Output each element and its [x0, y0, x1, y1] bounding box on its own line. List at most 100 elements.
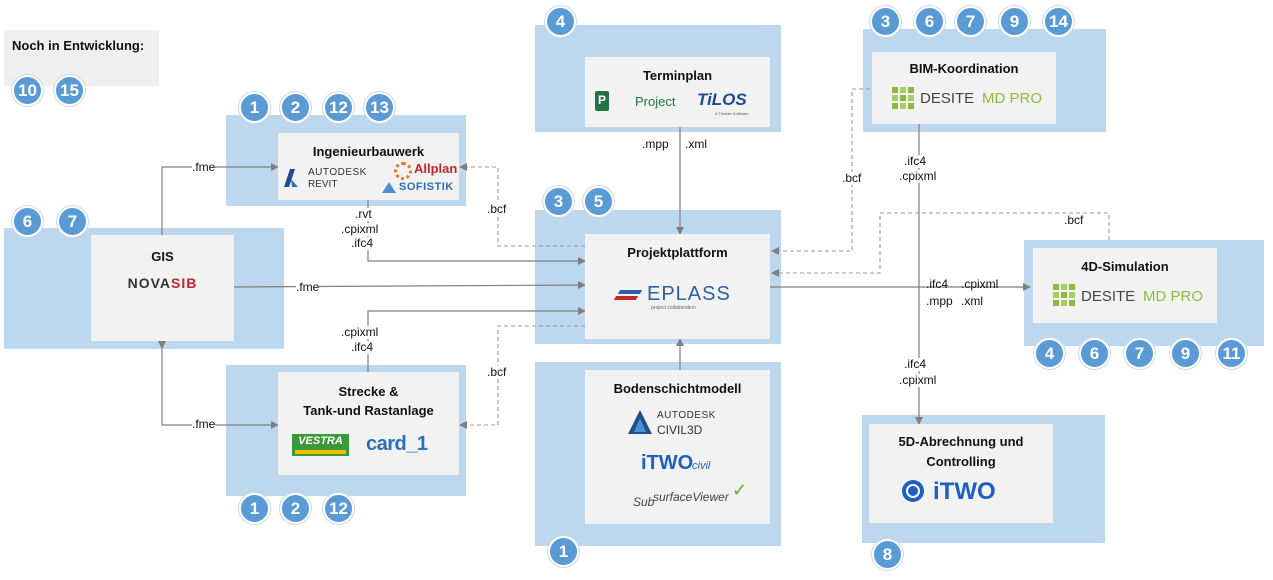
desite-mdpro-text: MD PRO	[1143, 288, 1203, 305]
bodenschicht-badge: 1	[548, 536, 579, 567]
edge-str-pp	[367, 307, 586, 372]
strecke-title-line2: Tank-und Rastanlage	[303, 403, 434, 418]
strecke-card[interactable]: Strecke & Tank-und Rastanlage VESTRA car…	[278, 372, 459, 475]
gis-badge: 6	[12, 206, 43, 237]
legend-badge: 10	[12, 75, 43, 106]
edge-bcf-bim	[771, 88, 870, 255]
novasib-part-b: SIB	[171, 275, 198, 291]
edge-bcf-str	[459, 322, 592, 429]
strecke-badge: 12	[323, 493, 354, 524]
eplass-text: EPLASS	[647, 283, 731, 305]
sim4d-badge: 4	[1034, 338, 1065, 369]
ingenieurbau-badge: 1	[239, 92, 270, 123]
label-gis-ing-fme: .fme	[192, 160, 216, 174]
strecke-badge: 1	[239, 493, 270, 524]
terminplan-card[interactable]: Terminplan P Project TiLOS A Trimble Sof…	[585, 57, 770, 127]
desite-mdpro-text: MD PRO	[982, 90, 1042, 107]
label-str-ifc4: .ifc4	[351, 340, 374, 354]
edge-gis-pp	[233, 281, 586, 290]
eplass-sub-text: project collaboration	[651, 305, 696, 311]
abrechnung-badge: 8	[872, 539, 903, 570]
projektplattform-title: Projektplattform	[627, 245, 728, 260]
novasib-part-a: NOVA	[127, 275, 172, 291]
abrechnung-card[interactable]: 5D-Abrechnung und Controlling iTWO	[869, 424, 1053, 523]
ingenieurbau-badge: 2	[280, 92, 311, 123]
edge-bcf-4d	[771, 212, 1110, 277]
desite-text: DESITE	[920, 90, 975, 107]
gis-card[interactable]: GIS NOVASIB	[91, 235, 234, 341]
label-str-cpixml: .cpixml	[341, 325, 379, 339]
label-term-xml: .xml	[685, 137, 707, 151]
label-ing-cpixml: .cpixml	[341, 222, 379, 236]
label-bim-ifc4: .ifc4	[904, 154, 927, 168]
bim-card[interactable]: BIM-Koordination DESITE MD PRO	[872, 52, 1056, 124]
ingenieurbau-badge: 13	[364, 92, 395, 123]
sim4d-card[interactable]: 4D-Simulation DESITE MD PRO	[1033, 248, 1217, 323]
sim4d-badge: 7	[1124, 338, 1155, 369]
gis-title: GIS	[151, 249, 174, 264]
label-ing-rvt: .rvt	[355, 207, 372, 221]
edge-gis-ing	[158, 163, 279, 242]
ms-project-text: Project	[635, 94, 676, 109]
itwo-civil-sub-text: civil	[692, 460, 711, 472]
bim-badge: 6	[914, 6, 945, 37]
terminplan-badge: 4	[545, 6, 576, 37]
tilos-sub-text: A Trimble Software	[715, 111, 749, 116]
bodenschicht-card[interactable]: Bodenschichtmodell AUTODESK CIVIL3D iTWO…	[585, 370, 770, 524]
bim-badge: 3	[870, 6, 901, 37]
allplan-icon	[394, 162, 412, 180]
bim-badge: 14	[1043, 6, 1074, 37]
vestra-stripe	[295, 450, 346, 454]
abrechnung-title-line1: 5D-Abrechnung und	[898, 434, 1024, 449]
label-bim-bcf: .bcf	[842, 171, 862, 185]
civil3d-icon	[628, 410, 652, 434]
ms-project-icon: P	[595, 91, 609, 111]
label-ab-cpixml: .cpixml	[899, 373, 937, 387]
checkmark-icon: ✓	[732, 480, 748, 500]
civil3d-autodesk-text: AUTODESK	[657, 410, 716, 421]
bim-title: BIM-Koordination	[909, 61, 1019, 76]
legend-title: Noch in Entwicklung:	[12, 38, 145, 53]
revit-icon	[284, 169, 298, 187]
allplan-text: Allplan	[414, 161, 458, 176]
projektplattform-badge: 3	[543, 186, 574, 217]
label-sim-bcf: .bcf	[1064, 213, 1084, 227]
gis-badge: 7	[57, 206, 88, 237]
sim4d-badge: 11	[1216, 338, 1247, 369]
vestra-text: VESTRA	[298, 435, 343, 447]
bim-badge: 9	[999, 6, 1030, 37]
itwo-civil-text: iTWO	[641, 452, 694, 474]
novasib-logo: NOVASIB	[91, 275, 234, 291]
sim4d-badge: 6	[1079, 338, 1110, 369]
ingenieurbau-title: Ingenieurbauwerk	[312, 144, 425, 159]
sofistik-text: SOFISTIK	[399, 181, 454, 193]
bim-badge: 7	[955, 6, 986, 37]
label-sim-cpixml: .cpixml	[961, 277, 999, 291]
bodenschicht-title: Bodenschichtmodell	[613, 381, 742, 396]
revit-text: REVIT	[308, 179, 338, 190]
desite-grid-icon	[892, 87, 914, 109]
itwo-text: iTWO	[933, 478, 996, 505]
subsurface-viewer-text: surfaceViewer	[653, 490, 729, 504]
civil3d-text: CIVIL3D	[657, 423, 703, 437]
label-sim-ifc4: .ifc4	[926, 277, 949, 291]
label-term-mpp: .mpp	[642, 137, 669, 151]
revit-autodesk-text: AUTODESK	[308, 167, 367, 178]
eplass-icon	[613, 290, 643, 300]
itwo-globe-icon	[902, 480, 924, 502]
label-sim-xml: .xml	[961, 294, 983, 308]
legend-badge: 15	[54, 75, 85, 106]
strecke-badge: 2	[280, 493, 311, 524]
projektplattform-card[interactable]: Projektplattform EPLASS project collabor…	[585, 234, 770, 339]
legend-box: Noch in Entwicklung:	[4, 30, 159, 86]
tilos-text: TiLOS	[697, 90, 747, 109]
strecke-title-line1: Strecke &	[338, 384, 399, 399]
terminplan-title: Terminplan	[642, 68, 713, 83]
label-gis-str-fme: .fme	[192, 417, 216, 431]
label-gis-pp-fme: .fme	[296, 280, 320, 294]
projektplattform-badge: 5	[583, 186, 614, 217]
desite-text: DESITE	[1081, 288, 1136, 305]
edge-gis-str	[158, 341, 279, 429]
ingenieurbau-card[interactable]: Ingenieurbauwerk AUTODESK REVIT Allplan …	[278, 133, 459, 200]
abrechnung-title-line2: Controlling	[926, 454, 996, 469]
